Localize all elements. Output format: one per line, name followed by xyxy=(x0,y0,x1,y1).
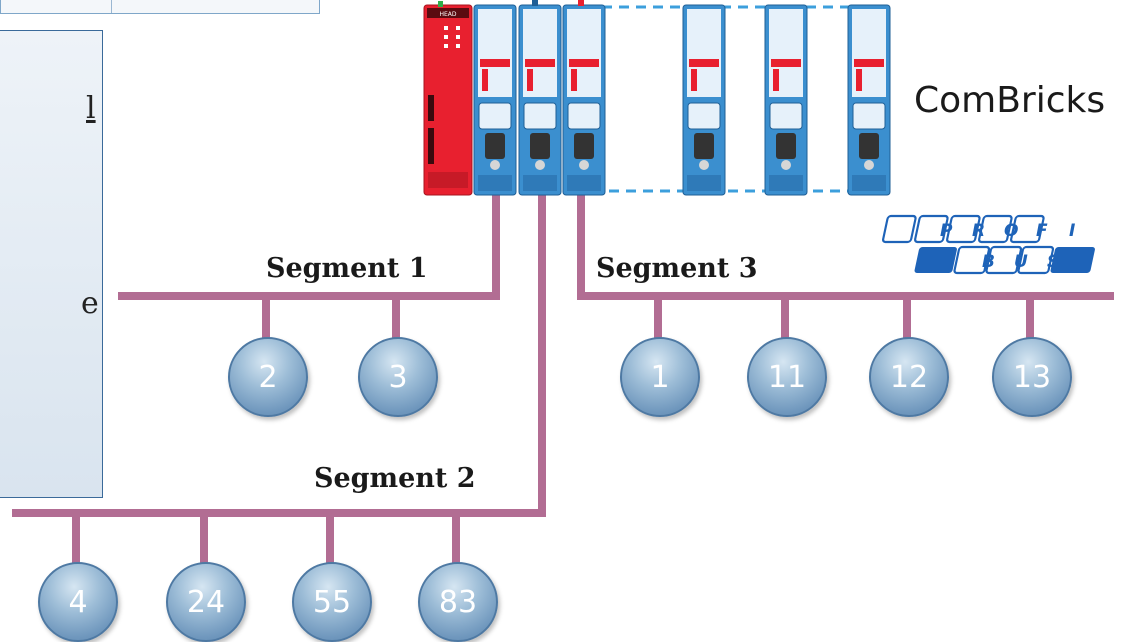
head-module-icon: HEAD xyxy=(423,1,473,196)
profibus-letter: O xyxy=(1004,221,1018,241)
segment-2-line xyxy=(12,191,546,517)
combricks-label: ComBricks xyxy=(914,80,1106,121)
io-module-icon xyxy=(764,4,808,196)
segment-3-label: Segment 3 xyxy=(596,253,758,284)
io-module-icon xyxy=(562,4,606,196)
profibus-letter: P xyxy=(940,221,953,241)
profibus-letter: R xyxy=(972,221,985,241)
station-node: 1 xyxy=(620,337,700,417)
station-node: 4 xyxy=(38,562,118,642)
top-frame xyxy=(0,0,320,14)
station-node: 2 xyxy=(228,337,308,417)
station-node: 13 xyxy=(992,337,1072,417)
module-indicator-blue xyxy=(532,0,538,6)
io-module-icon xyxy=(682,4,726,196)
segment-3-line xyxy=(577,191,1114,300)
station-node: 83 xyxy=(418,562,498,642)
segment-1-label: Segment 1 xyxy=(266,253,428,284)
module-indicator-red xyxy=(578,0,584,6)
extension-dashed-frame xyxy=(600,5,852,193)
profibus-letter: U xyxy=(1014,252,1028,272)
segment-2-label: Segment 2 xyxy=(314,463,476,494)
panel-fragment-2: e xyxy=(81,286,99,321)
station-node: 11 xyxy=(747,337,827,417)
station-node: 3 xyxy=(358,337,438,417)
profibus-row-2: B U S xyxy=(914,245,1095,275)
svg-text:HEAD: HEAD xyxy=(439,11,456,18)
profibus-letter: F xyxy=(1036,221,1048,241)
io-module-icon xyxy=(518,4,562,196)
station-node: 24 xyxy=(166,562,246,642)
station-node: 12 xyxy=(869,337,949,417)
profibus-letter: I xyxy=(1069,221,1075,241)
io-module-icon xyxy=(473,4,517,196)
io-module-icon xyxy=(847,4,891,196)
profibus-row-1: P R O F I xyxy=(882,214,1075,244)
segment-1-line xyxy=(118,191,500,300)
profibus-logo-icon: P R O F I B U S xyxy=(882,214,1095,275)
station-node: 55 xyxy=(292,562,372,642)
profibus-letter: S xyxy=(1047,252,1059,272)
profibus-letter: B xyxy=(982,252,995,272)
panel-fragment-1: l xyxy=(86,91,96,126)
side-panel: l e xyxy=(0,30,103,498)
